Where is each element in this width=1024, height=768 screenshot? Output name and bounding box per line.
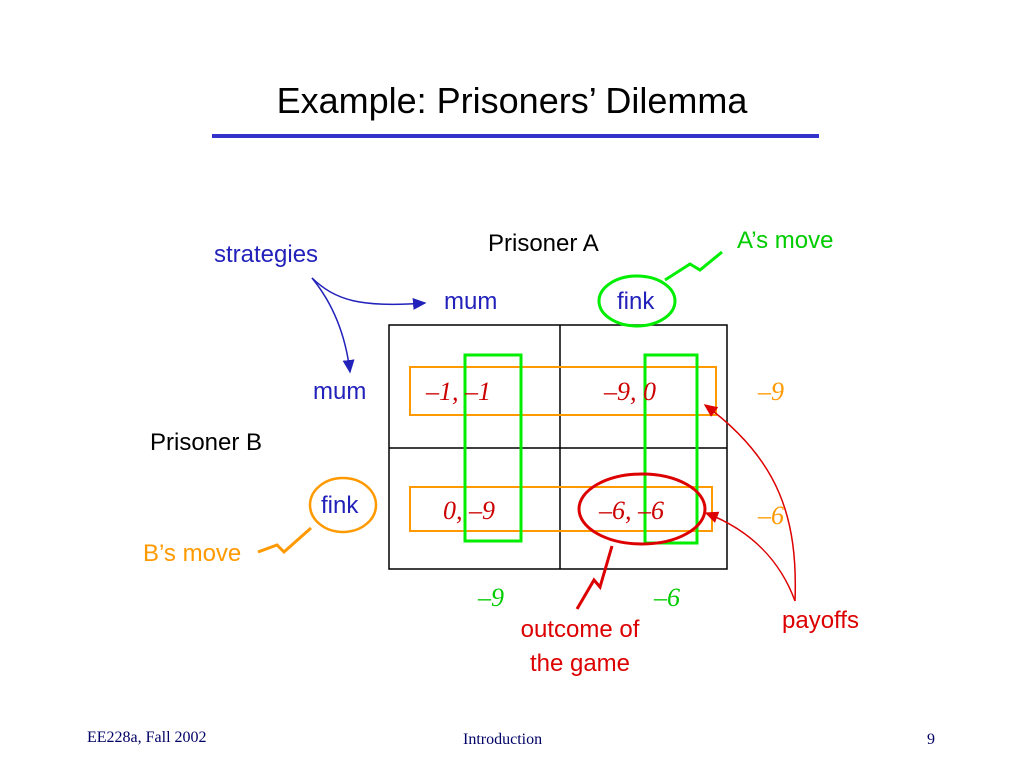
column-payoff-mum: –9 bbox=[478, 583, 504, 612]
footer-page-number: 9 bbox=[927, 731, 935, 748]
outcome-connector bbox=[575, 545, 614, 610]
payoffs-annotation: payoffs bbox=[782, 607, 859, 634]
footer-course: EE228a, Fall 2002 bbox=[87, 729, 207, 746]
strategies-arrow-columns bbox=[311, 277, 427, 310]
row-fink-highlight bbox=[409, 486, 713, 532]
payoffs-arrow-bottom bbox=[704, 511, 796, 602]
outcome-annotation-line1: outcome of bbox=[520, 616, 640, 643]
payoff-matrix-grid bbox=[388, 324, 728, 570]
b-move-connector bbox=[257, 526, 312, 555]
strategies-arrow-rows bbox=[311, 277, 355, 374]
column-strategy-fink: fink bbox=[617, 288, 655, 315]
title-underline bbox=[212, 134, 819, 138]
payoff-cell-fink-fink: –6, –6 bbox=[599, 496, 664, 525]
row-strategy-fink: fink bbox=[321, 492, 359, 519]
column-strategy-mum: mum bbox=[444, 288, 498, 315]
a-move-circle bbox=[597, 274, 677, 328]
prisoner-a-label: Prisoner A bbox=[488, 230, 599, 257]
b-move-circle bbox=[308, 476, 378, 534]
strategies-annotation: strategies bbox=[214, 241, 319, 268]
row-payoff-fink: –6 bbox=[758, 501, 784, 530]
row-strategy-mum: mum bbox=[313, 378, 367, 405]
a-move-annotation: A’s move bbox=[737, 227, 834, 254]
payoffs-arrow-top bbox=[703, 404, 797, 602]
outcome-ellipse bbox=[577, 472, 707, 546]
b-move-annotation: B’s move bbox=[143, 540, 242, 567]
outcome-annotation-line2: the game bbox=[529, 650, 631, 677]
payoff-cell-mum-mum: –1, –1 bbox=[426, 377, 491, 406]
row-payoff-mum: –9 bbox=[758, 377, 784, 406]
row-mum-highlight bbox=[409, 366, 717, 416]
a-move-connector bbox=[664, 250, 723, 282]
prisoner-b-label: Prisoner B bbox=[150, 429, 263, 456]
column-payoff-fink: –6 bbox=[654, 583, 680, 612]
column-mum-highlight bbox=[463, 353, 523, 543]
payoff-cell-mum-fink: –9, 0 bbox=[604, 377, 656, 406]
footer-section: Introduction bbox=[463, 731, 543, 748]
slide-title: Example: Prisoners’ Dilemma bbox=[276, 80, 748, 121]
payoff-cell-fink-mum: 0, –9 bbox=[443, 496, 495, 525]
column-fink-highlight bbox=[643, 353, 699, 545]
